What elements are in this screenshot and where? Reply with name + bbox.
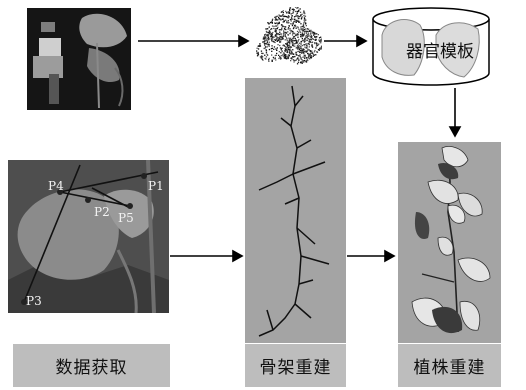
label-data-acquisition: 数据获取 bbox=[13, 344, 170, 387]
label-skeleton-reconstruction: 骨架重建 bbox=[245, 344, 346, 387]
label-plant-reconstruction: 植株重建 bbox=[398, 344, 501, 387]
